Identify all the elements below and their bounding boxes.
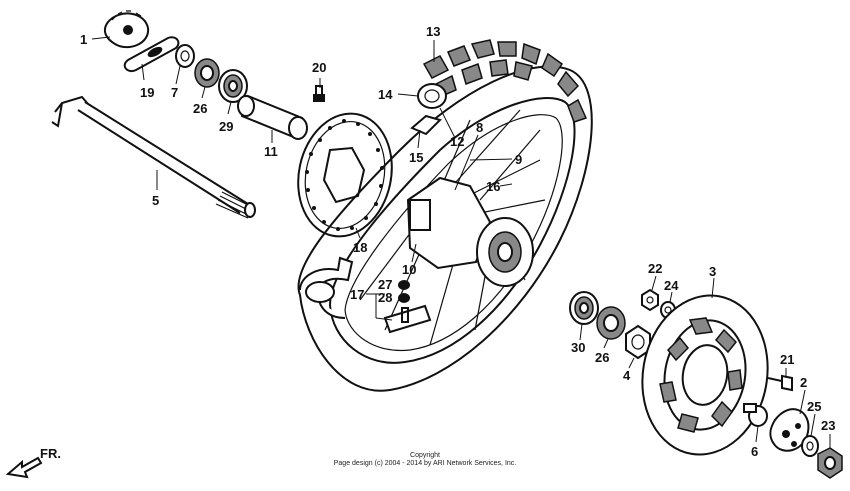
- part-label-14: 14: [378, 87, 393, 102]
- oil-seal-lower: [596, 306, 626, 340]
- part-label-17: 17: [350, 287, 364, 302]
- rim-lock: [383, 280, 432, 334]
- part-label-10: 10: [402, 262, 416, 277]
- part-label-6: 6: [751, 444, 758, 459]
- part-label-19: 19: [140, 85, 154, 100]
- axle-nut: [817, 447, 843, 479]
- part-label-5: 5: [152, 193, 159, 208]
- distance-collar: [237, 94, 308, 140]
- part-label-26a: 26: [193, 101, 207, 116]
- part-label-13: 13: [426, 24, 440, 39]
- part-label-4: 4: [623, 368, 631, 383]
- rear-axle: [51, 95, 256, 219]
- part-label-24: 24: [664, 278, 679, 293]
- bearing-29: [218, 69, 248, 103]
- tube-and-valve: [410, 83, 447, 136]
- part-label-26b: 26: [595, 350, 609, 365]
- side-plate: [769, 408, 810, 452]
- part-label-16: 16: [486, 179, 500, 194]
- front-direction-arrow-icon: [5, 456, 43, 479]
- copyright-notice: Copyright Page design (c) 2004 - 2014 by…: [0, 452, 850, 468]
- part-label-21: 21: [780, 352, 794, 367]
- rim-band: [299, 256, 354, 319]
- part-label-29: 29: [219, 119, 233, 134]
- sprocket-stud: [743, 403, 768, 427]
- axle-washer: [801, 435, 819, 457]
- part-label-11: 11: [264, 144, 278, 159]
- part-label-18: 18: [353, 240, 367, 255]
- part-label-23: 23: [821, 418, 835, 433]
- driven-sprocket: [641, 294, 769, 456]
- part-label-20: 20: [312, 60, 326, 75]
- part-labels: 1 2 3 4 5 6 7 8 9 10 11 12 13 14 15 16 1…: [80, 24, 835, 459]
- oil-seal-upper: [194, 58, 220, 88]
- rear-wheel: [297, 39, 593, 392]
- part-label-27: 27: [378, 277, 392, 292]
- part-label-7: 7: [171, 85, 178, 100]
- part-label-3: 3: [709, 264, 716, 279]
- front-direction-label: FR.: [40, 446, 61, 461]
- bearing-30: [569, 291, 599, 325]
- part-label-8: 8: [476, 120, 483, 135]
- sprocket-nut: [641, 288, 659, 312]
- brake-disc: [297, 112, 393, 238]
- part-label-2: 2: [800, 375, 807, 390]
- adjuster-plate: [123, 36, 180, 72]
- part-label-12: 12: [450, 134, 464, 149]
- copyright-line-1: Copyright: [410, 452, 440, 459]
- chain-adjuster: [103, 10, 150, 49]
- part-label-15: 15: [409, 150, 423, 165]
- part-label-9: 9: [515, 152, 522, 167]
- collar: [175, 44, 195, 68]
- part-label-22: 22: [648, 261, 662, 276]
- damper-bolt: [767, 374, 793, 392]
- disc-bolt: [313, 85, 325, 102]
- part-label-28: 28: [378, 290, 392, 305]
- part-label-25: 25: [807, 399, 821, 414]
- leader-lines: [91, 36, 831, 448]
- part-label-1: 1: [80, 32, 87, 47]
- copyright-line-2: Page design (c) 2004 - 2014 by ARI Netwo…: [333, 460, 517, 467]
- part-label-30: 30: [571, 340, 585, 355]
